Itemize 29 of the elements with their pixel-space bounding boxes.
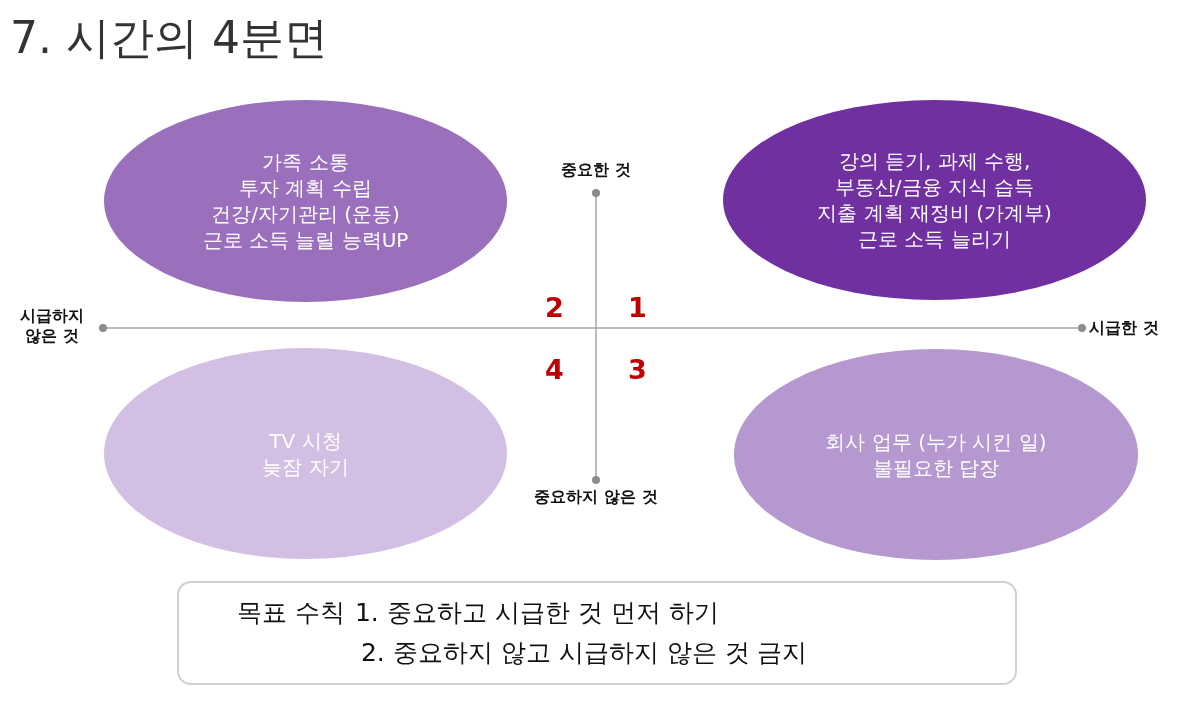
quadrant-ellipse	[104, 100, 507, 302]
rule-text: 2. 중요하지 않고 시급하지 않은 것 금지	[359, 637, 808, 669]
axis-label: 중요한 것	[561, 160, 631, 180]
task-text: 근로 소득 늘릴 능력UP	[202, 227, 409, 253]
quadrant-ellipse	[734, 349, 1138, 560]
rule-text: 1. 중요하고 시급한 것 먼저 하기	[354, 597, 720, 629]
axis-label: 중요하지 않은 것	[534, 487, 658, 507]
task-text: 지출 계획 재정비 (가계부)	[817, 200, 1052, 226]
quadrant-number: 3	[628, 355, 647, 385]
title: 7. 시간의 4분면	[10, 12, 328, 65]
task-text: 부동산/금융 지식 습득	[834, 174, 1035, 200]
task-text: 회사 업무 (누가 시킨 일)	[825, 428, 1047, 455]
axis-label: 시급하지 않은 것	[19, 306, 85, 346]
task-text: 건강/자기관리 (운동)	[211, 201, 400, 227]
quadrant-number: 4	[545, 355, 564, 385]
task-text: 근로 소득 늘리기	[858, 226, 1011, 252]
task-text: 가족 소통	[262, 149, 349, 175]
task-text: 투자 계획 수립	[239, 175, 372, 201]
quadrant-number: 2	[545, 293, 564, 323]
task-text: 불필요한 답장	[872, 454, 1000, 481]
task-text: 늦잠 자기	[262, 453, 349, 480]
task-text: TV 시청	[269, 427, 342, 454]
quadrant-number: 1	[628, 293, 647, 323]
rules-heading: 목표 수칙	[237, 597, 345, 629]
rules-box	[177, 581, 1017, 685]
quadrant-ellipse	[104, 348, 507, 559]
quadrant-ellipse	[723, 100, 1146, 300]
task-text: 강의 듣기, 과제 수행,	[838, 148, 1031, 174]
axis-label: 시급한 것	[1089, 318, 1159, 338]
